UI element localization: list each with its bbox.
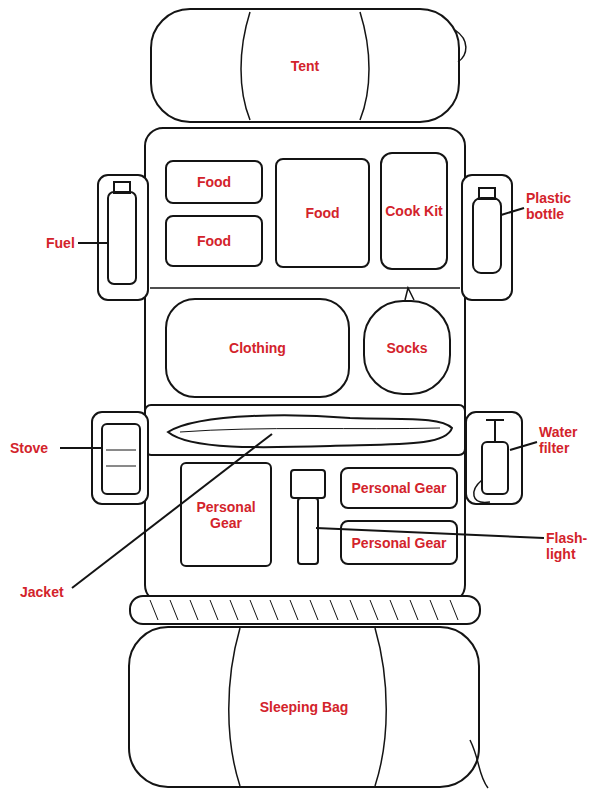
callout-label: Fuel <box>46 235 86 251</box>
text-stack: Personal Gear <box>182 499 270 531</box>
item-label: Tent <box>291 58 320 74</box>
compartment-box: Personal Gear <box>340 467 458 509</box>
text-stack: Sleeping Bag <box>260 699 349 715</box>
text-stack: Food <box>197 233 231 249</box>
side-pocket <box>462 175 512 300</box>
pack-divider <box>150 287 460 289</box>
filter-hose <box>474 480 490 502</box>
text-stack: Food <box>197 174 231 190</box>
item-label: Food <box>197 174 231 190</box>
side-pocket <box>92 412 148 504</box>
text-stack: Clothing <box>229 340 286 356</box>
text-stack: Tent <box>291 58 320 74</box>
compartment-box: Food <box>165 215 263 267</box>
item-label: Cook Kit <box>385 203 443 219</box>
compartment-box: Sleeping Bag <box>128 626 480 788</box>
text-stack: Personal Gear <box>352 480 447 496</box>
jacket-roll <box>168 415 452 447</box>
leader-line <box>510 442 537 450</box>
compartment-box: Clothing <box>165 298 350 398</box>
item-label: Food <box>197 233 231 249</box>
callout-label: Jacket <box>20 584 80 600</box>
compartment-box: Tent <box>150 8 460 123</box>
compartment-box: Socks <box>363 300 451 395</box>
item-label: Personal Gear <box>352 535 447 551</box>
hip-band <box>145 405 465 455</box>
flashlight-body <box>298 498 318 564</box>
leader-line <box>60 447 102 449</box>
compartment-box: Personal Gear <box>340 520 458 565</box>
fuel-cap <box>114 182 130 193</box>
text-stack: Cook Kit <box>385 203 443 219</box>
fuel-bottle <box>108 192 136 284</box>
compartment-box: Personal Gear <box>180 462 272 567</box>
tent-seam <box>241 12 369 120</box>
plastic-bottle <box>473 198 501 273</box>
tent-tie <box>455 30 466 62</box>
stove-canister <box>102 424 140 494</box>
leader-line <box>501 208 524 215</box>
callout-label: Flash-light <box>546 530 608 562</box>
item-label: Food <box>305 205 339 221</box>
sleeping-pad <box>130 596 480 624</box>
item-label: Sleeping Bag <box>260 699 349 715</box>
leader-line <box>78 242 108 244</box>
side-pocket <box>466 412 522 504</box>
leader-line <box>72 434 272 588</box>
item-label: Socks <box>386 340 427 356</box>
text-stack: Socks <box>386 340 427 356</box>
socks-tie <box>405 288 414 300</box>
callout-label: Stove <box>10 440 60 456</box>
item-label: Personal Gear <box>352 480 447 496</box>
item-label: Personal Gear <box>182 499 270 531</box>
pad-texture <box>150 600 458 620</box>
bottle-cap <box>479 188 495 199</box>
text-stack: Personal Gear <box>352 535 447 551</box>
bag-seam <box>229 628 387 786</box>
item-label: Clothing <box>229 340 286 356</box>
callout-label: Plastic bottle <box>526 190 606 222</box>
compartment-box: Food <box>275 158 370 268</box>
callout-label: Water filter <box>539 424 609 456</box>
text-stack: Food <box>305 205 339 221</box>
compartment-box: Cook Kit <box>380 152 448 270</box>
side-pocket <box>98 175 148 300</box>
flashlight-head <box>291 470 325 498</box>
filter-pump <box>486 420 504 442</box>
jacket-fold <box>180 428 440 432</box>
water-filter <box>482 442 508 494</box>
compartment-box: Food <box>165 160 263 204</box>
stove-detail <box>106 450 136 466</box>
